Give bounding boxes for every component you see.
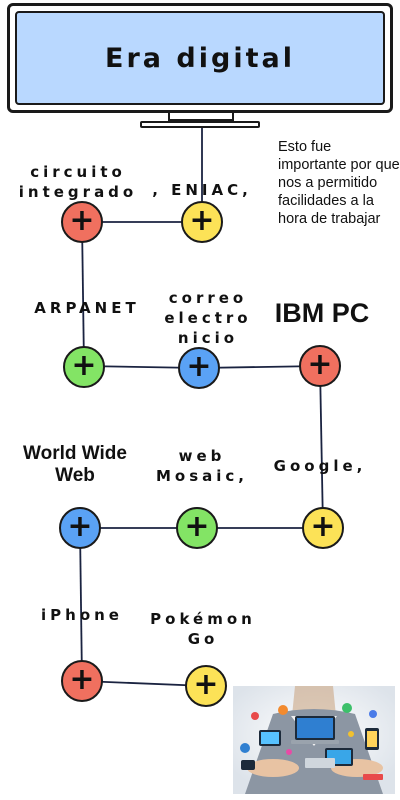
label-iphone: iPhone (41, 606, 123, 624)
technology-hands-illustration (233, 686, 395, 794)
monitor-screen: Era digital (15, 11, 385, 105)
page-title: Era digital (105, 42, 295, 74)
label-correo-electronico: correo electro nicio (164, 289, 252, 347)
node-world-wide-web: + (59, 507, 101, 549)
label-circuito-integrado: circuito integrado (18, 163, 138, 201)
node-pokemon-go: + (185, 665, 227, 707)
plus-icon: + (193, 666, 219, 702)
connector-www-iphone (79, 527, 83, 682)
label-web-mosaic: web Mosaic, (155, 447, 248, 485)
label-arpanet: ARPANET (34, 299, 140, 317)
plus-icon: + (307, 346, 333, 382)
connector-circuito-arpanet (81, 221, 85, 367)
label-ibm-pc: IBM PC (274, 298, 370, 328)
technology-hands-photo (233, 686, 395, 794)
node-eniac: + (181, 201, 223, 243)
node-ibm-pc: + (299, 345, 341, 387)
plus-icon: + (67, 508, 93, 544)
plus-icon: + (189, 202, 215, 238)
plus-icon: + (71, 347, 97, 383)
plus-icon: + (310, 508, 336, 544)
plus-icon: + (69, 661, 95, 697)
plus-icon: + (69, 202, 95, 238)
node-google: + (302, 507, 344, 549)
node-web-mosaic: + (176, 507, 218, 549)
plus-icon: + (184, 508, 210, 544)
label-world-wide-web: World Wide Web (23, 443, 127, 486)
node-arpanet: + (63, 346, 105, 388)
label-google: Google, (273, 457, 367, 475)
monitor-frame: Era digital (7, 3, 393, 113)
monitor-stand-base (140, 121, 260, 128)
node-iphone: + (61, 660, 103, 702)
plus-icon: + (186, 348, 212, 384)
label-eniac: , ENIAC, (152, 181, 252, 199)
connector-ibm-google (319, 365, 324, 529)
node-circuito-integrado: + (61, 201, 103, 243)
node-correo-electronico: + (178, 347, 220, 389)
label-pokemon-go: Pokémon Go (150, 610, 256, 648)
monitor-stand-neck (168, 113, 234, 121)
side-note: Esto fue importante por que nos a permit… (278, 139, 400, 227)
